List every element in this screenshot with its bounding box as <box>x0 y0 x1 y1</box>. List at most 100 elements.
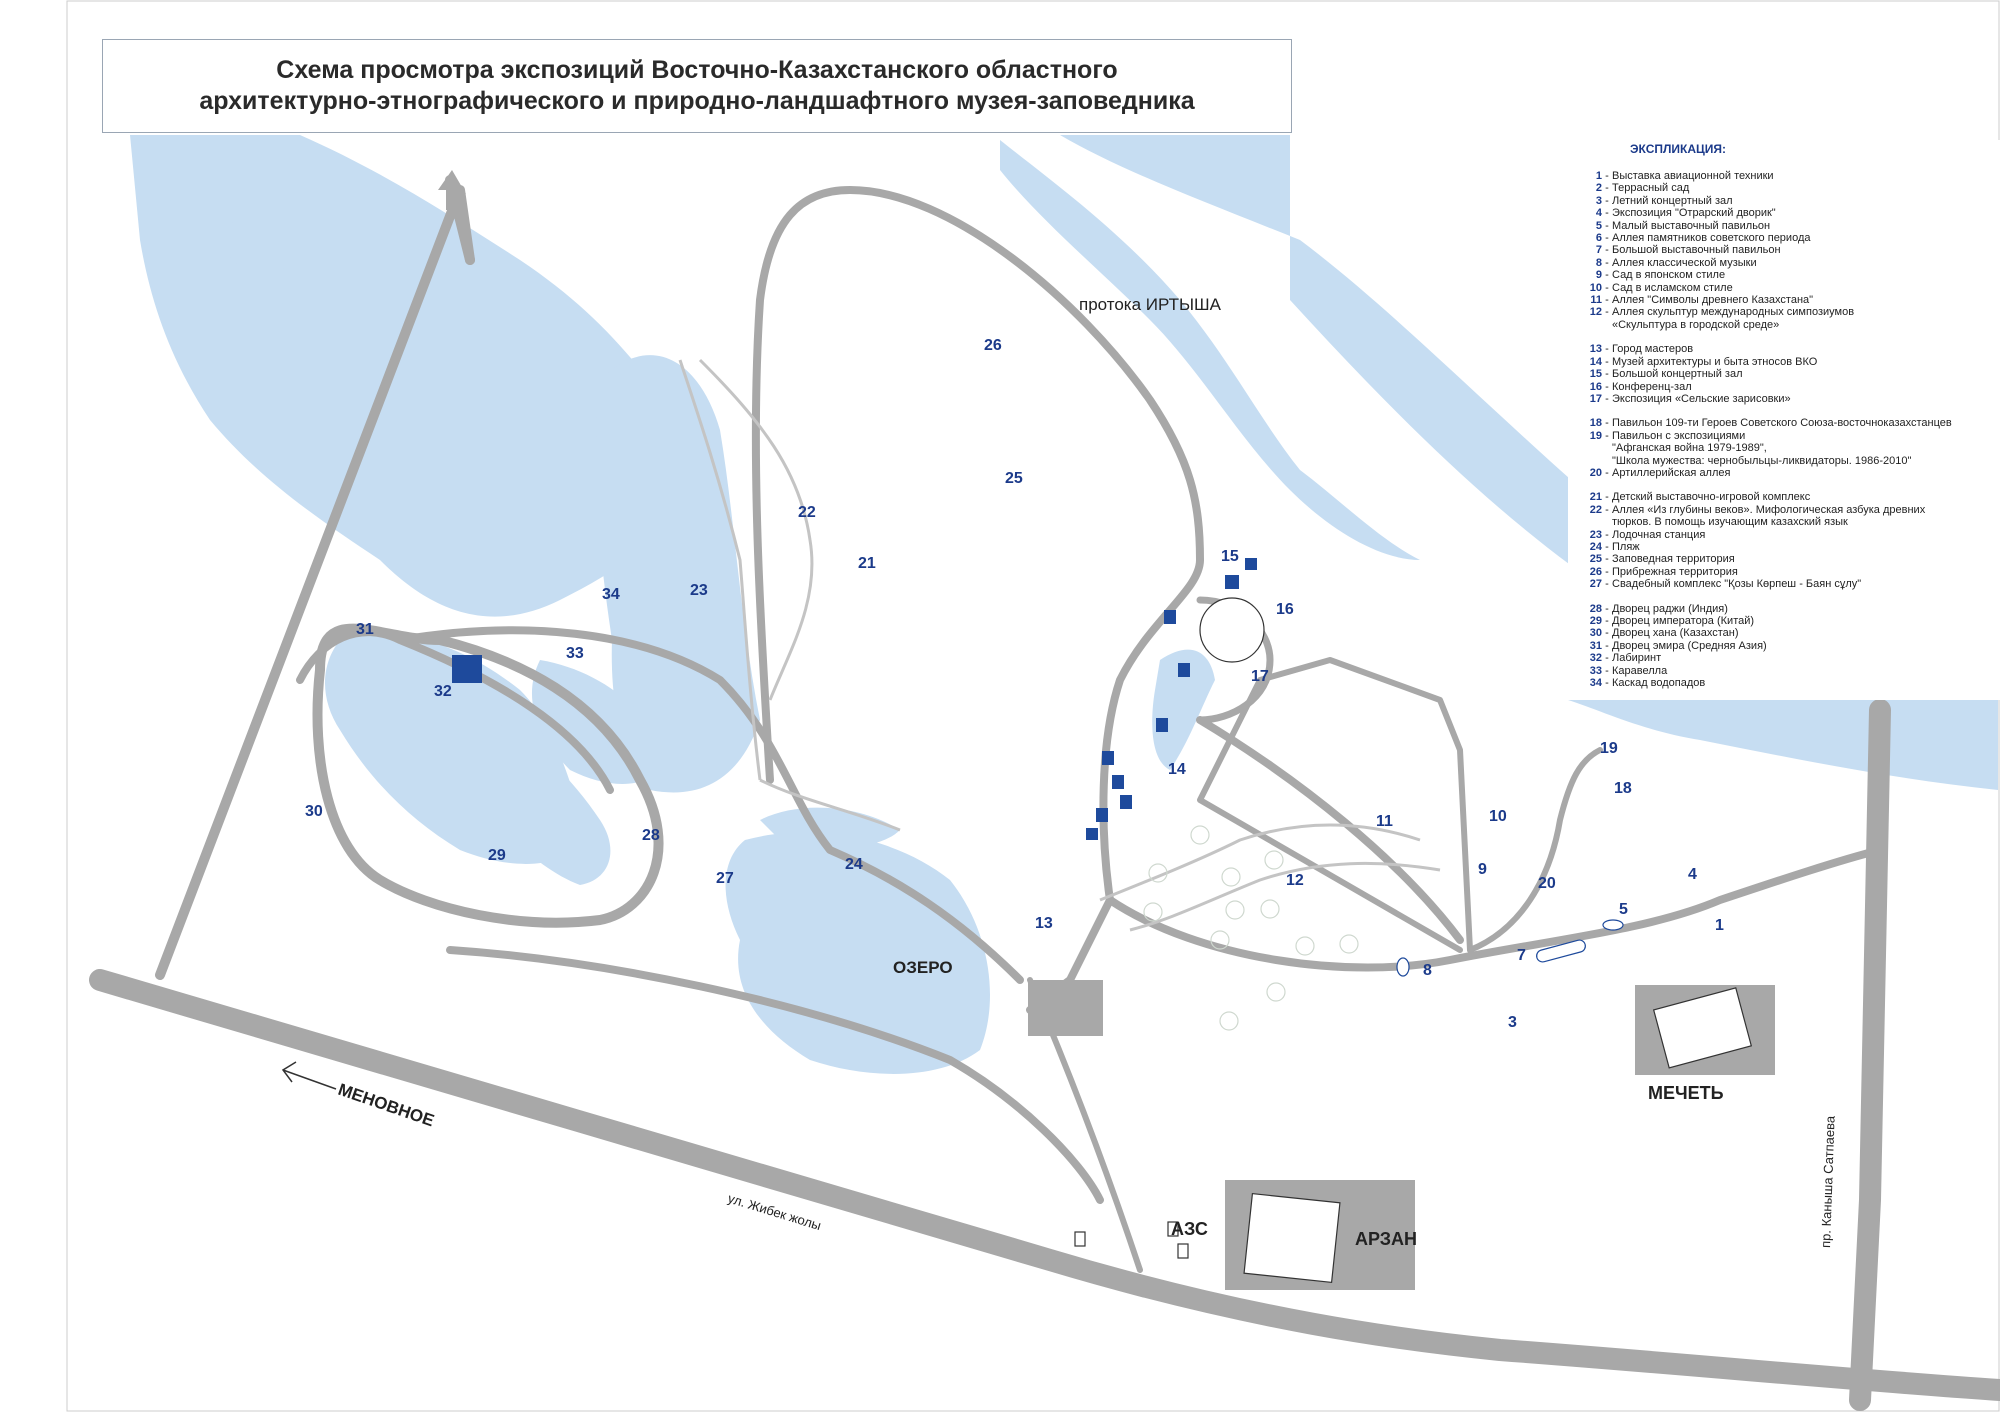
tree <box>1219 1011 1239 1031</box>
marker-1: 1 <box>1715 917 1724 934</box>
legend-group: 28-Дворец раджи (Индия)29-Дворец императ… <box>1568 603 1998 690</box>
legend-separator: - <box>1605 602 1609 615</box>
legend-item: 7-Большой выставочный павильон <box>1568 244 1998 256</box>
road-central-diag <box>1196 716 1464 944</box>
legend-text: Павильон 109-ти Героев Советского Союза-… <box>1612 417 1952 430</box>
legend-separator: - <box>1605 294 1609 307</box>
marker-25: 25 <box>1005 470 1023 487</box>
building-15b <box>1245 558 1257 570</box>
legend-separator: - <box>1605 343 1609 356</box>
legend-separator: - <box>1605 429 1609 442</box>
legend-text: Дворец раджи (Индия) <box>1612 602 1728 615</box>
legend-item: 29-Дворец императора (Китай) <box>1568 615 1998 627</box>
legend-separator: - <box>1605 306 1609 319</box>
marker-33: 33 <box>566 645 584 662</box>
road-main-north-loop <box>751 186 1204 784</box>
marker-23: 23 <box>690 582 708 599</box>
pond-14 <box>1152 649 1215 770</box>
legend-text: Экспозиция "Отрарский дворик" <box>1612 207 1776 220</box>
legend-item: 30-Дворец хана (Казахстан) <box>1568 627 1998 639</box>
mosque-building <box>1652 987 1753 1069</box>
legend-number: 23 <box>1589 528 1602 541</box>
building-14g <box>1178 663 1190 677</box>
legend-number: 19 <box>1589 429 1602 442</box>
channel-north-water-2 <box>1000 140 1420 560</box>
legend-text: Каравелла <box>1612 664 1668 677</box>
trees-layer <box>1143 825 1359 1031</box>
marker-5: 5 <box>1619 901 1628 918</box>
legend-separator: - <box>1605 503 1609 516</box>
marker-31: 31 <box>356 621 374 638</box>
legend-number: 12 <box>1589 306 1602 319</box>
legend-number: 30 <box>1589 627 1602 640</box>
legend-number: 8 <box>1595 256 1602 269</box>
road-east-loop <box>1026 556 1204 1014</box>
legend-item: 21-Детский выставочно-игровой комплекс <box>1568 491 1998 503</box>
legend-item: 10-Сад в исламском стиле <box>1568 282 1998 294</box>
tree <box>1221 867 1241 887</box>
legend-text: Дворец эмира (Средняя Азия) <box>1612 639 1767 652</box>
legend-text: Аллея «Из глубины веков». Мифологическая… <box>1612 503 1926 529</box>
legend-separator: - <box>1605 491 1609 504</box>
tree <box>1260 899 1280 919</box>
legend-group: 18-Павильон 109-ти Героев Советского Сою… <box>1568 417 1998 479</box>
legend-number: 11 <box>1590 294 1602 307</box>
legend-number: 18 <box>1589 417 1602 430</box>
legend-separator: - <box>1605 392 1609 405</box>
legend-text: Павильон с экспозициями "Афганская война… <box>1612 429 1912 467</box>
legend-item: 9-Сад в японском стиле <box>1568 269 1998 281</box>
legend-text: Аллея скульптур международных симпозиумо… <box>1612 306 1855 331</box>
channel-north-water <box>1060 135 1998 760</box>
building-14b <box>1112 775 1124 789</box>
legend-text: Малый выставочный павильон <box>1612 219 1771 232</box>
tree <box>1339 934 1359 954</box>
legend-separator: - <box>1605 553 1609 566</box>
legend-text: Дворец хана (Казахстан) <box>1612 627 1739 640</box>
legend-item: 8-Аллея классической музыки <box>1568 257 1998 269</box>
legend-panel: ЭКСПЛИКАЦИЯ: 1-Выставка авиационной техн… <box>1568 140 2000 700</box>
marker-19: 19 <box>1600 740 1618 757</box>
building-14f <box>1164 610 1176 624</box>
marker-9: 9 <box>1478 861 1487 878</box>
legend-item: 19-Павильон с экспозициями "Афганская во… <box>1568 430 1998 467</box>
marker-3: 3 <box>1508 1014 1517 1031</box>
legend-item: 3-Летний концертный зал <box>1568 195 1998 207</box>
legend-item: 33-Каравелла <box>1568 665 1998 677</box>
path-west-1 <box>678 359 762 781</box>
tree <box>1190 825 1210 845</box>
legend-item: 16-Конференц-зал <box>1568 381 1998 393</box>
pavilion-5 <box>1602 919 1624 931</box>
legend-item: 15-Большой концертный зал <box>1568 368 1998 380</box>
legend-number: 2 <box>1595 182 1602 195</box>
path-lake <box>759 778 901 832</box>
legend-separator: - <box>1605 256 1609 269</box>
legend-separator: - <box>1605 615 1609 627</box>
marker-34: 34 <box>602 586 620 603</box>
legend-text: Лабиринт <box>1612 652 1662 665</box>
legend-number: 26 <box>1589 565 1602 578</box>
legend-item: 1-Выставка авиационной техники <box>1568 170 1998 182</box>
buildings-layer <box>1074 597 1753 1284</box>
legend-item: 28-Дворец раджи (Индия) <box>1568 603 1998 615</box>
marker-28: 28 <box>642 827 660 844</box>
tree <box>1266 982 1286 1002</box>
legend-number: 1 <box>1595 170 1602 182</box>
paths-layer <box>678 358 1441 932</box>
legend-item: 6-Аллея памятников советского периода <box>1568 232 1998 244</box>
marker-12: 12 <box>1286 872 1304 889</box>
road-north-arrow-head <box>438 170 466 210</box>
marker-14: 14 <box>1168 761 1186 778</box>
tree <box>1264 850 1284 870</box>
building-14d <box>1096 808 1108 822</box>
legend-separator: - <box>1605 281 1609 294</box>
legend-item: 4-Экспозиция "Отрарский дворик" <box>1568 207 1998 219</box>
legend-number: 27 <box>1589 578 1602 591</box>
legend-text: Летний концертный зал <box>1612 194 1733 207</box>
legend-separator: - <box>1605 232 1609 245</box>
legend-number: 29 <box>1589 615 1602 627</box>
legend-number: 16 <box>1589 380 1602 393</box>
legend-number: 20 <box>1589 466 1602 479</box>
